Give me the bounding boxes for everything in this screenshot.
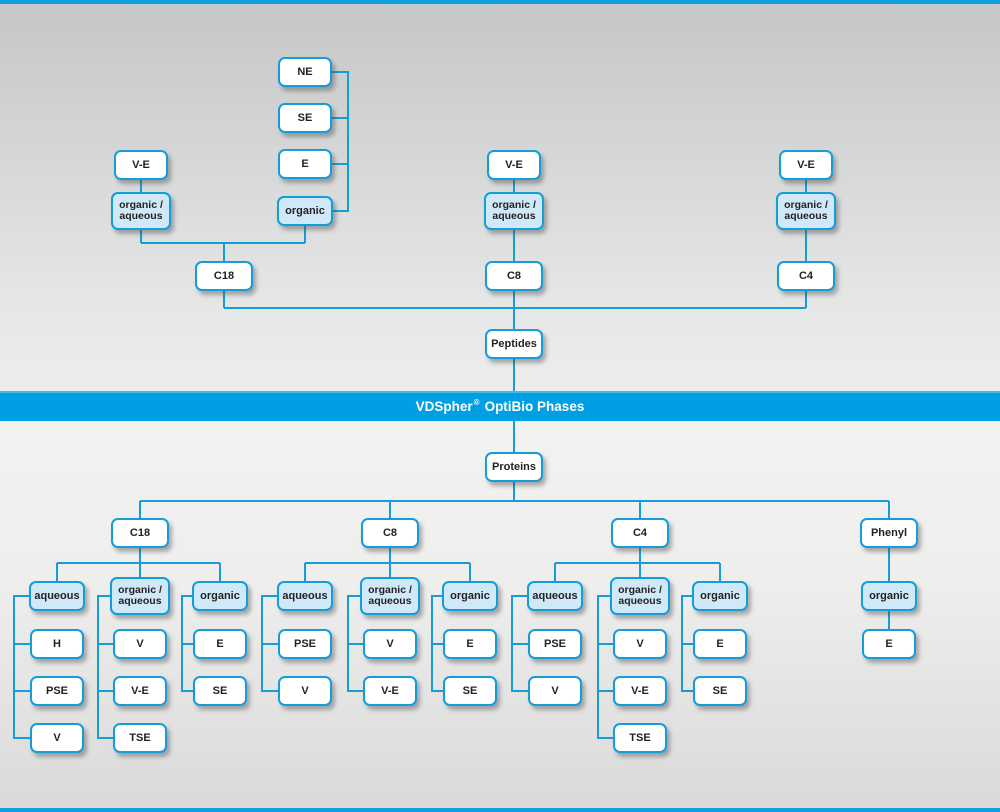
proteins-c4-aq-elution-pse: PSE: [528, 629, 582, 659]
peptides-column-c4: C4: [777, 261, 835, 291]
proteins-phenyl-mode-organic: organic: [861, 581, 917, 611]
proteins-c4-orgaq-elution-ve: V-E: [613, 676, 667, 706]
peptides-c18-organic-elution-e: E: [278, 149, 332, 179]
proteins-c4-org-elution-e: E: [693, 629, 747, 659]
proteins-c18-mode-aqueous: aqueous: [29, 581, 85, 611]
proteins-root: Proteins: [485, 452, 543, 482]
peptides-c18-organic-elution-se: SE: [278, 103, 332, 133]
proteins-column-c8: C8: [361, 518, 419, 548]
peptides-c18-mode-organic-aqueous: organic / aqueous: [111, 192, 171, 230]
proteins-c18-aq-elution-v: V: [30, 723, 84, 753]
proteins-column-phenyl: Phenyl: [860, 518, 918, 548]
proteins-c18-org-elution-e: E: [193, 629, 247, 659]
registered-trademark-symbol: ®: [473, 397, 480, 407]
proteins-column-c18: C18: [111, 518, 169, 548]
proteins-c8-org-elution-e: E: [443, 629, 497, 659]
peptides-root: Peptides: [485, 329, 543, 359]
proteins-c18-mode-organic-aqueous: organic / aqueous: [110, 577, 170, 615]
peptides-c18-orgaq-elution-ve: V-E: [114, 150, 168, 180]
proteins-c4-mode-organic: organic: [692, 581, 748, 611]
proteins-phenyl-org-elution-e: E: [862, 629, 916, 659]
peptides-c8-orgaq-elution-ve: V-E: [487, 150, 541, 180]
proteins-c4-aq-elution-v: V: [528, 676, 582, 706]
proteins-c18-mode-organic: organic: [192, 581, 248, 611]
proteins-c4-orgaq-elution-tse: TSE: [613, 723, 667, 753]
bottom-accent-strip: [0, 808, 1000, 812]
proteins-c4-mode-aqueous: aqueous: [527, 581, 583, 611]
proteins-c8-mode-organic-aqueous: organic / aqueous: [360, 577, 420, 615]
proteins-c8-org-elution-se: SE: [443, 676, 497, 706]
peptides-column-c18: C18: [195, 261, 253, 291]
proteins-c18-orgaq-elution-tse: TSE: [113, 723, 167, 753]
proteins-c8-aq-elution-v: V: [278, 676, 332, 706]
peptides-c18-organic-elution-ne: NE: [278, 57, 332, 87]
peptides-c18-mode-organic: organic: [277, 196, 333, 226]
peptides-c8-mode-organic-aqueous: organic / aqueous: [484, 192, 544, 230]
banner-brand: VDSpher: [415, 398, 473, 414]
proteins-c8-mode-aqueous: aqueous: [277, 581, 333, 611]
proteins-c18-orgaq-elution-v: V: [113, 629, 167, 659]
proteins-c8-mode-organic: organic: [442, 581, 498, 611]
proteins-c8-orgaq-elution-ve: V-E: [363, 676, 417, 706]
banner-suffix: OptiBio Phases: [484, 398, 585, 414]
proteins-c8-aq-elution-pse: PSE: [278, 629, 332, 659]
proteins-c4-org-elution-se: SE: [693, 676, 747, 706]
proteins-c18-org-elution-se: SE: [193, 676, 247, 706]
proteins-c8-orgaq-elution-v: V: [363, 629, 417, 659]
proteins-c18-aq-elution-pse: PSE: [30, 676, 84, 706]
proteins-c18-aq-elution-h: H: [30, 629, 84, 659]
peptides-c4-mode-organic-aqueous: organic / aqueous: [776, 192, 836, 230]
peptides-c4-orgaq-elution-ve: V-E: [779, 150, 833, 180]
proteins-column-c4: C4: [611, 518, 669, 548]
top-accent-strip: [0, 0, 1000, 4]
banner-vdspher-optibio-phases: VDSpher ® OptiBio Phases: [0, 391, 1000, 421]
proteins-c4-mode-organic-aqueous: organic / aqueous: [610, 577, 670, 615]
peptides-column-c8: C8: [485, 261, 543, 291]
proteins-c18-orgaq-elution-ve: V-E: [113, 676, 167, 706]
proteins-c4-orgaq-elution-v: V: [613, 629, 667, 659]
